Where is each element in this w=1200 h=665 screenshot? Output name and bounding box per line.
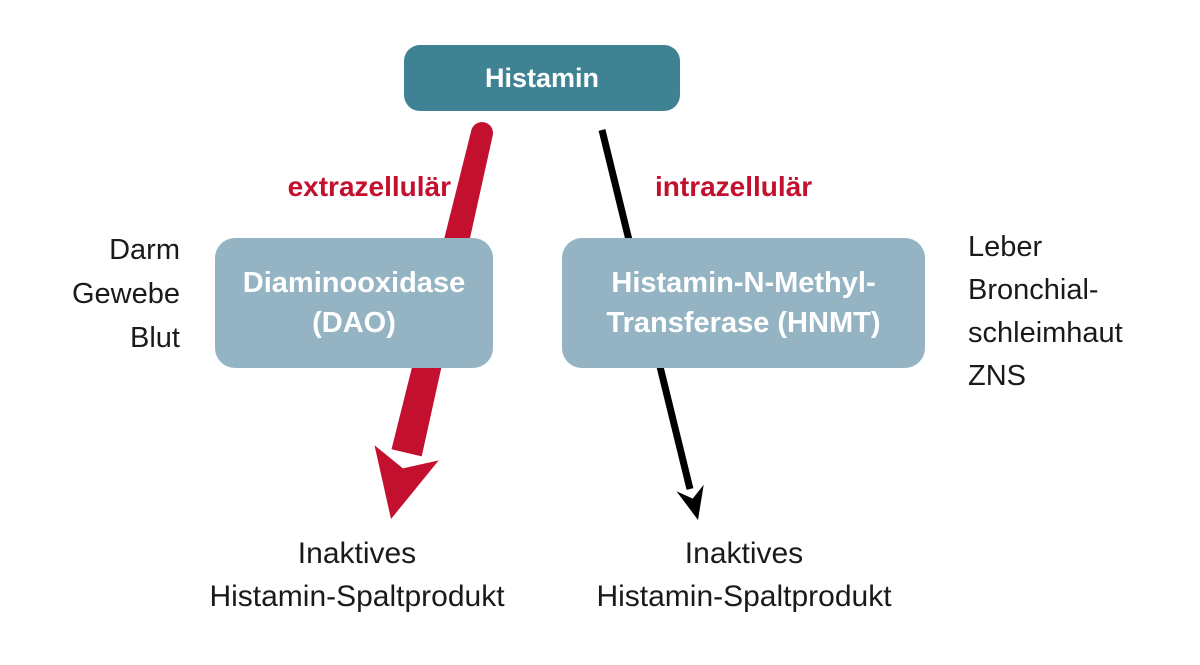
product-line1: Inaktives [297,537,417,570]
dao-locations-list: Darm Gewebe Blut [40,228,180,360]
hnmt-product-label: Inaktives Histamin-Spaltprodukt [584,532,904,618]
location-item: ZNS [968,360,1026,392]
hnmt-box-line2: Transferase (HNMT) [606,307,881,339]
histamin-box-label: Histamin [484,62,600,93]
extracellular-label: extrazellulär [287,171,451,202]
location-item: Darm [109,234,180,266]
dao-enzyme-box: Diaminooxidase (DAO) [215,238,493,368]
hnmt-locations-list: Leber Bronchial- schleimhaut ZNS [968,226,1168,398]
hnmt-enzyme-box: Histamin-N-Methyl- Transferase (HNMT) [562,238,925,368]
location-item: Leber [968,231,1043,263]
dao-product-label: Inaktives Histamin-Spaltprodukt [197,532,517,618]
product-line1: Inaktives [684,537,804,570]
location-item: Blut [130,322,180,354]
location-item: schleimhaut [968,317,1123,349]
product-line2: Histamin-Spaltprodukt [209,580,505,613]
intracellular-label: intrazellulär [655,171,813,202]
location-item: Bronchial- [968,274,1099,306]
dao-box-line2: (DAO) [312,307,396,339]
location-item: Gewebe [71,278,180,310]
product-line2: Histamin-Spaltprodukt [596,580,892,613]
hnmt-box-line1: Histamin-N-Methyl- [611,267,876,299]
dao-box-line1: Diaminooxidase [242,267,466,299]
histamin-box: Histamin [404,45,680,111]
